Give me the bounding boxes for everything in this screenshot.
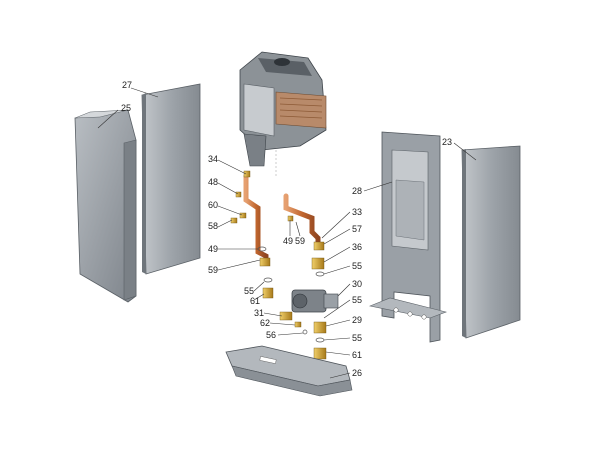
- fitting-49-right: [287, 215, 294, 222]
- label-30: 30: [352, 279, 362, 289]
- side-panel-27: [141, 83, 201, 275]
- nut-61-left: [262, 287, 274, 299]
- label-49-right: 49: [283, 236, 293, 246]
- label-56: 56: [266, 330, 276, 340]
- fitting-62: [294, 321, 302, 328]
- label-62: 62: [260, 318, 270, 328]
- label-59-right: 59: [295, 236, 305, 246]
- label-26: 26: [352, 368, 362, 378]
- label-29: 29: [352, 315, 362, 325]
- brass-fittings: [230, 170, 325, 299]
- fitting-34: [243, 170, 251, 178]
- label-23: 23: [442, 137, 452, 147]
- o-ring-55-lower: [315, 337, 325, 343]
- heat-exchanger-assembly: [239, 51, 327, 176]
- lower-fittings: [279, 311, 327, 360]
- side-panel-23: [461, 145, 521, 339]
- label-27: 27: [122, 80, 132, 90]
- label-31: 31: [254, 308, 264, 318]
- label-55-c: 55: [352, 295, 362, 305]
- copper-pipe-left: [243, 173, 269, 265]
- chassis-frame-28: [368, 131, 448, 343]
- o-ring-56: [302, 329, 308, 335]
- fitting-31: [279, 311, 293, 321]
- part-labels: 27 25 23 28 34 48 60 58 49 59 49 59 33 5…: [121, 80, 452, 378]
- nut-36: [311, 257, 325, 270]
- fitting-48: [235, 191, 242, 198]
- label-49-left: 49: [208, 244, 218, 254]
- fitting-58: [230, 217, 238, 224]
- nut-29: [313, 321, 327, 334]
- label-57: 57: [352, 224, 362, 234]
- o-ring-55-left: [263, 277, 273, 283]
- base-tray-26: [225, 345, 353, 397]
- copper-pipe-right: [283, 193, 321, 247]
- label-55-a: 55: [352, 261, 362, 271]
- label-36: 36: [352, 242, 362, 252]
- label-60: 60: [208, 200, 218, 210]
- o-ring-55-upper: [315, 271, 325, 277]
- fitting-59-left: [259, 257, 271, 267]
- fitting-60: [239, 212, 247, 219]
- pump-30: [291, 289, 339, 313]
- leader-lines: [97, 87, 477, 379]
- fitting-57: [313, 241, 325, 251]
- label-48: 48: [208, 177, 218, 187]
- label-33: 33: [352, 207, 362, 217]
- nut-61-right: [313, 347, 327, 360]
- label-55-d: 55: [352, 333, 362, 343]
- label-28: 28: [352, 186, 362, 196]
- label-34: 34: [208, 154, 218, 164]
- label-25: 25: [121, 103, 131, 113]
- label-55-b: 55: [244, 286, 254, 296]
- label-58: 58: [208, 221, 218, 231]
- side-panel-25: [74, 109, 137, 303]
- label-61-a: 61: [250, 296, 260, 306]
- label-59-left: 59: [208, 265, 218, 275]
- label-61-b: 61: [352, 350, 362, 360]
